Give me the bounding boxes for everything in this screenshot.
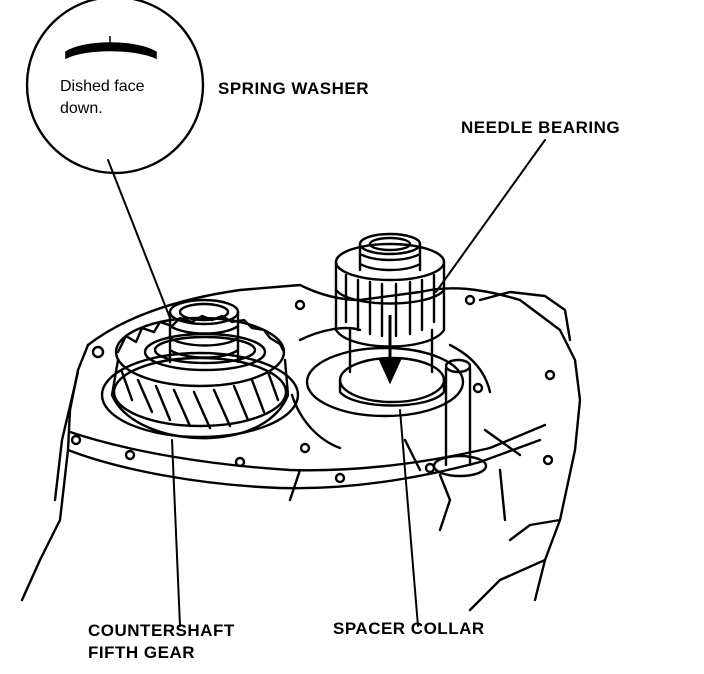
label-countershaft-line-1: COUNTERSHAFT — [88, 621, 235, 640]
transmission-case — [20, 283, 582, 612]
leader-lines — [107, 139, 546, 627]
label-needle-bearing: NEEDLE BEARING — [461, 118, 621, 137]
mainshaft-assembly — [305, 232, 488, 478]
label-spring-washer: SPRING WASHER — [218, 79, 370, 98]
label-countershaft-line-2: FIFTH GEAR — [88, 643, 195, 662]
callout-line-1: Dished face — [60, 78, 145, 95]
washer-profile-icon — [65, 36, 157, 60]
callout-line-2: down. — [60, 100, 103, 117]
down-arrow-icon — [378, 315, 402, 385]
callout-circle — [25, 0, 205, 175]
label-countershaft-fifth-gear: COUNTERSHAFT FIFTH GEAR — [88, 620, 235, 664]
label-spacer-collar: SPACER COLLAR — [333, 619, 485, 638]
callout-note: Dished face down. — [60, 76, 145, 120]
countershaft-fifth-gear — [100, 298, 300, 440]
